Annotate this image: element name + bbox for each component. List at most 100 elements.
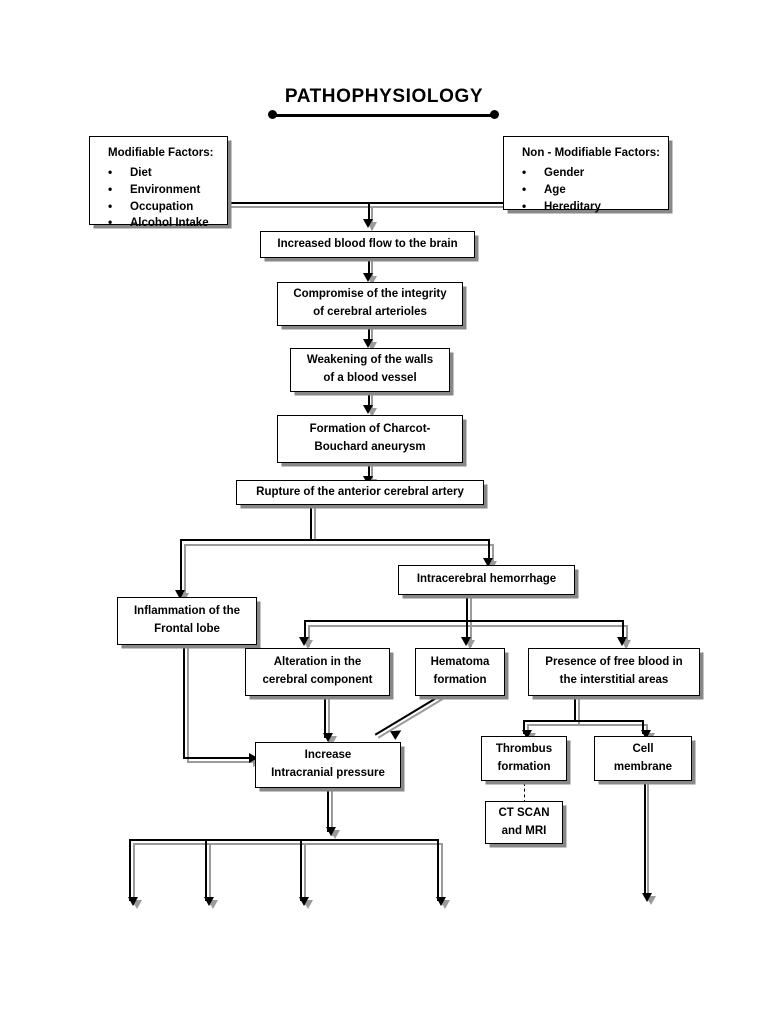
- arrowhead-terminal-1: [128, 897, 138, 906]
- connector-rupture-split: [180, 539, 488, 541]
- connector-cellmembrane: [642, 720, 644, 734]
- arrowhead-alteration-icp: [323, 733, 333, 742]
- connector-freeblood-down-shadow: [578, 698, 580, 724]
- arrowhead-thrombus: [522, 730, 532, 739]
- node-modifiable-factors: Modifiable Factors: Diet Environment Occ…: [89, 136, 228, 232]
- node-text: the interstitial areas: [559, 674, 669, 686]
- connector-hemorrhage-down-shadow: [470, 597, 472, 625]
- arrowhead-cellmembrane-terminal: [642, 893, 652, 902]
- connector-terminal-3: [300, 839, 302, 901]
- node-increased-blood-flow: Increased blood flow to the brain: [260, 231, 475, 258]
- connector-freeblood-split-shadow: [527, 724, 646, 726]
- connector-factors-join: [228, 202, 505, 204]
- connector-inflammation-down: [183, 645, 185, 757]
- list-item: Diet: [100, 164, 209, 182]
- page-title-text: PATHOPHYSIOLOGY: [284, 86, 484, 107]
- node-hematoma-formation: Hematoma formation: [415, 648, 505, 696]
- connector-thrombus: [523, 720, 525, 734]
- connector-cellmembrane-terminal: [644, 781, 646, 897]
- arrowhead-terminal-3: [299, 897, 309, 906]
- node-intracerebral-hemorrhage: Intracerebral hemorrhage: [398, 565, 575, 595]
- arrowhead-alteration: [299, 637, 309, 646]
- node-cell-membrane: Cell membrane: [594, 736, 692, 781]
- node-text: Bouchard aneurysm: [314, 441, 426, 453]
- connector-alteration-icp-shadow: [328, 698, 330, 743]
- arrowhead-hematoma: [461, 637, 471, 646]
- connector-terminal-4-shadow: [441, 843, 443, 905]
- node-non-modifiable-factors: Non - Modifiable Factors: Gender Age Her…: [503, 136, 669, 215]
- connector-rupture-down-shadow: [314, 507, 316, 541]
- connector-bloodflow-compromise: [368, 258, 370, 278]
- arrowhead-cellmembrane: [641, 730, 651, 739]
- node-text: Intracranial pressure: [271, 767, 385, 779]
- node-text: Frontal lobe: [154, 623, 220, 635]
- connector-factors-down-shadow: [371, 206, 373, 230]
- connector-hemorrhage-down: [466, 595, 468, 621]
- title-underline: [272, 114, 494, 117]
- modifiable-factors-list: Diet Environment Occupation Alcohol Inta…: [100, 164, 209, 233]
- node-text: formation: [497, 760, 551, 773]
- connector-hematoma-icp: [374, 695, 440, 736]
- list-item: Alcohol Intake: [100, 214, 209, 232]
- node-free-blood-interstitial: Presence of free blood in the interstiti…: [528, 648, 700, 696]
- connector-compromise-weakening: [368, 326, 370, 344]
- node-text: Compromise of the integrity: [293, 288, 447, 301]
- connector-charcot-rupture: [368, 463, 370, 481]
- arrowhead-terminal-4: [436, 897, 446, 906]
- node-text: of a blood vessel: [323, 372, 417, 384]
- connector-thrombus-ctscan-dashed: [524, 783, 525, 803]
- node-text: Intracerebral hemorrhage: [416, 573, 557, 586]
- non-modifiable-factors-list: Gender Age Hereditary: [514, 164, 601, 216]
- title-dot-left-icon: [268, 110, 277, 119]
- connector-freeblood-split: [523, 720, 642, 722]
- connector-cellmembrane-terminal-shadow: [647, 783, 649, 901]
- list-item: Environment: [100, 181, 209, 199]
- connector-terminal-1: [129, 839, 131, 901]
- node-rupture-anterior-cerebral-artery: Rupture of the anterior cerebral artery: [236, 480, 484, 505]
- connector-icp-fan-bar-shadow: [133, 843, 441, 845]
- connector-split-right-shadow: [492, 544, 494, 568]
- modifiable-factors-header: Modifiable Factors:: [108, 147, 214, 159]
- arrowhead-inflammation: [175, 590, 185, 599]
- node-charcot-bouchard-aneurysm: Formation of Charcot- Bouchard aneurysm: [277, 415, 463, 463]
- connector-inflammation-right: [183, 757, 255, 759]
- connector-alteration-shadow: [308, 625, 310, 647]
- connector-freeblood-down: [574, 696, 576, 720]
- node-text: of cerebral arterioles: [313, 306, 427, 318]
- node-text: formation: [433, 674, 487, 686]
- connector-split-right: [488, 539, 490, 563]
- connector-inflammation-down-shadow: [187, 647, 189, 761]
- node-text: and MRI: [501, 824, 547, 837]
- node-text: Thrombus: [495, 742, 553, 755]
- node-text: Increase: [304, 749, 352, 762]
- connector-icp-down-shadow: [331, 790, 333, 836]
- connector-terminal-1-shadow: [133, 843, 135, 905]
- node-increase-intracranial-pressure: Increase Intracranial pressure: [255, 742, 401, 788]
- node-compromise-integrity: Compromise of the integrity of cerebral …: [277, 282, 463, 326]
- node-text: Formation of Charcot-: [309, 423, 431, 436]
- connector-freeblood: [622, 620, 624, 642]
- connector-inflammation-right-shadow: [187, 761, 259, 763]
- connector-factors-join-shadow: [228, 206, 505, 208]
- node-text: Hematoma: [430, 656, 490, 669]
- connector-terminal-2: [205, 839, 207, 901]
- connector-alteration-icp: [324, 696, 326, 738]
- non-modifiable-factors-header: Non - Modifiable Factors:: [522, 147, 660, 159]
- node-alteration-cerebral-component: Alteration in the cerebral component: [245, 648, 390, 696]
- arrowhead-icp-fan: [326, 827, 336, 836]
- node-thrombus-formation: Thrombus formation: [481, 736, 567, 781]
- node-text: Cell: [632, 742, 654, 755]
- node-text: Inflammation of the: [133, 605, 241, 618]
- node-text: Rupture of the anterior cerebral artery: [256, 485, 464, 498]
- node-text: Weakening of the walls: [306, 354, 434, 367]
- connector-rupture-split-shadow: [184, 544, 492, 546]
- arrowhead-freeblood: [617, 637, 627, 646]
- connector-alteration: [304, 620, 306, 642]
- arrowhead-factors-down: [363, 219, 373, 228]
- connector-terminal-2-shadow: [209, 843, 211, 905]
- node-text: membrane: [613, 760, 673, 773]
- list-item: Occupation: [100, 198, 209, 216]
- arrowhead-weakening: [363, 339, 373, 348]
- node-text: Presence of free blood in: [545, 656, 683, 669]
